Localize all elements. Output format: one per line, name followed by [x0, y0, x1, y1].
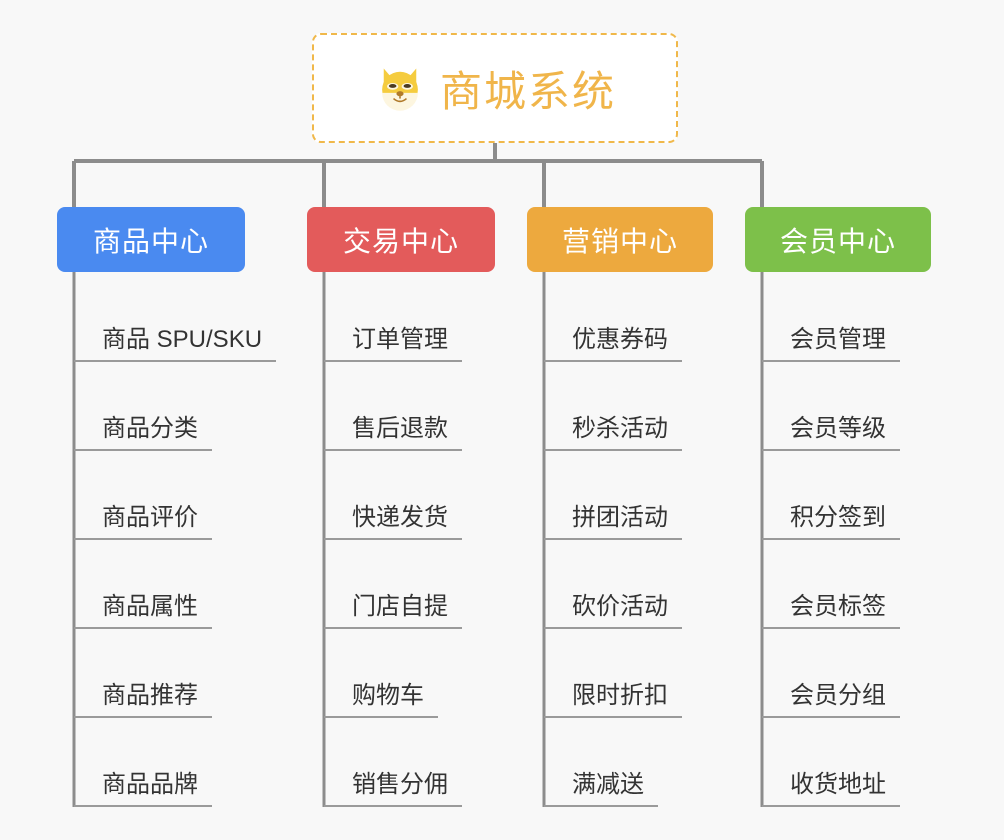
category-label: 营销中心 — [561, 225, 678, 257]
leaf-underline — [324, 360, 462, 362]
root-node[interactable]: 商城系统 — [312, 33, 678, 143]
leaf-underline — [74, 538, 212, 540]
leaf-underline — [74, 805, 212, 807]
category-label: 会员中心 — [779, 225, 896, 257]
leaf-underline — [74, 449, 212, 451]
leaf-label: 满减送 — [572, 771, 644, 798]
category-box-product[interactable]: 商品中心 — [57, 207, 245, 272]
leaf-underline — [544, 627, 682, 629]
leaf-underline — [324, 805, 462, 807]
leaf-label: 秒杀活动 — [572, 415, 668, 442]
leaf-label: 会员等级 — [790, 415, 886, 442]
category-label: 交易中心 — [342, 225, 459, 257]
leaf-label: 门店自提 — [352, 593, 448, 620]
leaf-label: 销售分佣 — [352, 771, 448, 798]
leaf-underline — [544, 449, 682, 451]
leaf-label: 砍价活动 — [572, 593, 668, 620]
leaf-label: 商品分类 — [102, 415, 198, 442]
leaf-underline — [544, 805, 658, 807]
leaf-label: 商品评价 — [102, 504, 198, 531]
leaf-label: 商品 SPU/SKU — [102, 326, 263, 353]
leaf-label: 会员管理 — [790, 326, 886, 353]
leaf-label: 商品属性 — [102, 593, 198, 620]
leaf-underline — [544, 360, 682, 362]
leaf-underline — [324, 716, 438, 718]
leaf-label: 会员分组 — [790, 682, 886, 709]
leaf-underline — [762, 805, 900, 807]
leaf-label: 售后退款 — [352, 415, 448, 442]
leaf-underline — [544, 716, 682, 718]
leaf-label: 拼团活动 — [572, 504, 668, 531]
leaf-underline — [74, 627, 212, 629]
leaf-underline — [74, 716, 212, 718]
leaf-underline — [762, 538, 900, 540]
leaf-label: 优惠券码 — [572, 326, 668, 353]
leaf-label: 商品品牌 — [102, 771, 198, 798]
leaf-underline — [74, 360, 276, 362]
leaf-label: 快递发货 — [352, 504, 448, 531]
leaf-label: 积分签到 — [790, 504, 886, 531]
leaf-label: 限时折扣 — [572, 682, 668, 709]
shiba-dog-face-icon — [374, 62, 426, 114]
leaf-label: 收货地址 — [790, 771, 886, 798]
root-title: 商城系统 — [439, 67, 616, 115]
category-label: 商品中心 — [92, 225, 209, 257]
leaf-underline — [762, 449, 900, 451]
leaf-label: 商品推荐 — [102, 682, 198, 709]
category-box-member[interactable]: 会员中心 — [745, 207, 931, 272]
leaf-underline — [762, 627, 900, 629]
leaf-underline — [324, 627, 462, 629]
leaf-underline — [324, 449, 462, 451]
leaf-label: 订单管理 — [352, 326, 448, 353]
leaf-underline — [544, 538, 682, 540]
leaf-underline — [762, 360, 900, 362]
leaf-underline — [762, 716, 900, 718]
leaf-label: 购物车 — [352, 682, 424, 709]
category-box-marketing[interactable]: 营销中心 — [527, 207, 713, 272]
leaf-underline — [324, 538, 462, 540]
leaf-label: 会员标签 — [790, 593, 886, 620]
category-box-trade[interactable]: 交易中心 — [307, 207, 495, 272]
